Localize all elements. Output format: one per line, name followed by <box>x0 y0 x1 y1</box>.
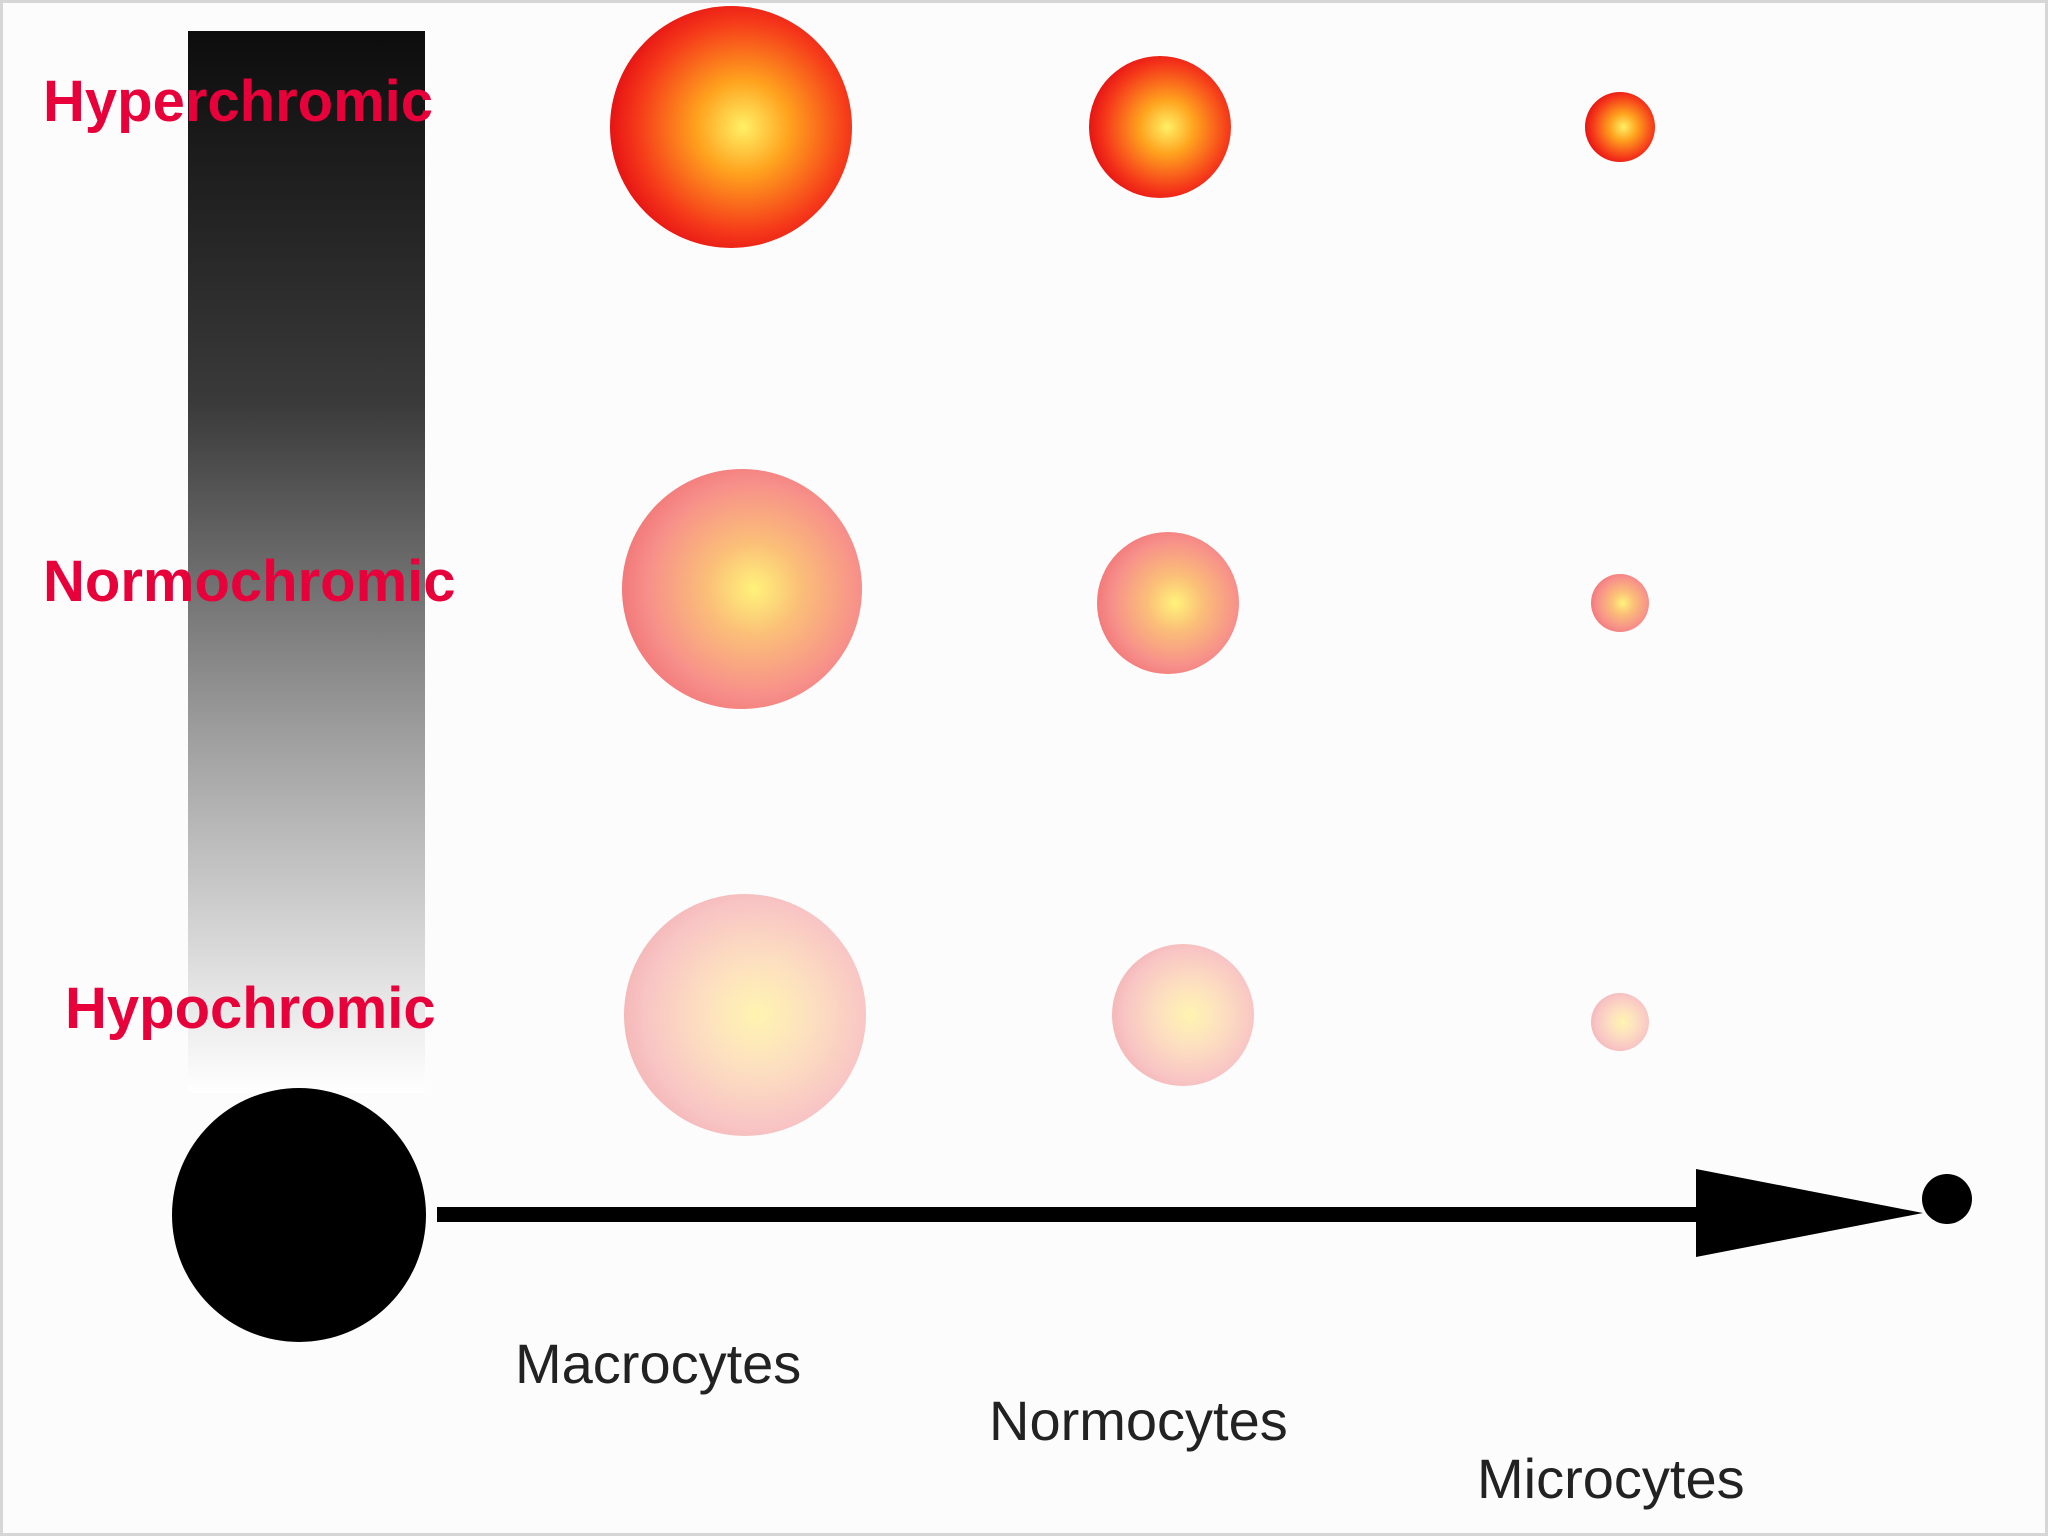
cell-micro-hypochromic <box>1591 993 1649 1051</box>
label-microcytes: Microcytes <box>1477 1447 1745 1510</box>
size-axis-arrowhead <box>1696 1169 1923 1257</box>
label-normochromic: Normochromic <box>43 549 456 614</box>
cell-normo-normochromic <box>1097 532 1239 674</box>
small-size-marker <box>1922 1174 1972 1224</box>
label-macrocytes: Macrocytes <box>515 1332 802 1395</box>
diagram-graphics <box>172 6 1972 1342</box>
label-normocytes: Normocytes <box>989 1389 1288 1452</box>
label-hyperchromic: Hyperchromic <box>43 69 434 134</box>
size-axis-line <box>437 1207 1707 1222</box>
cell-normo-hypochromic <box>1112 944 1254 1086</box>
cell-macro-normochromic <box>622 469 862 709</box>
large-size-marker <box>172 1088 426 1342</box>
cell-normo-hyperchromic <box>1089 56 1231 198</box>
cell-micro-hyperchromic <box>1585 92 1655 162</box>
label-hypochromic: Hypochromic <box>65 976 436 1041</box>
cell-macro-hypochromic <box>624 894 866 1136</box>
cell-micro-normochromic <box>1591 574 1649 632</box>
cell-macro-hyperchromic <box>610 6 852 248</box>
chromicity-gradient-bar <box>188 31 425 1093</box>
